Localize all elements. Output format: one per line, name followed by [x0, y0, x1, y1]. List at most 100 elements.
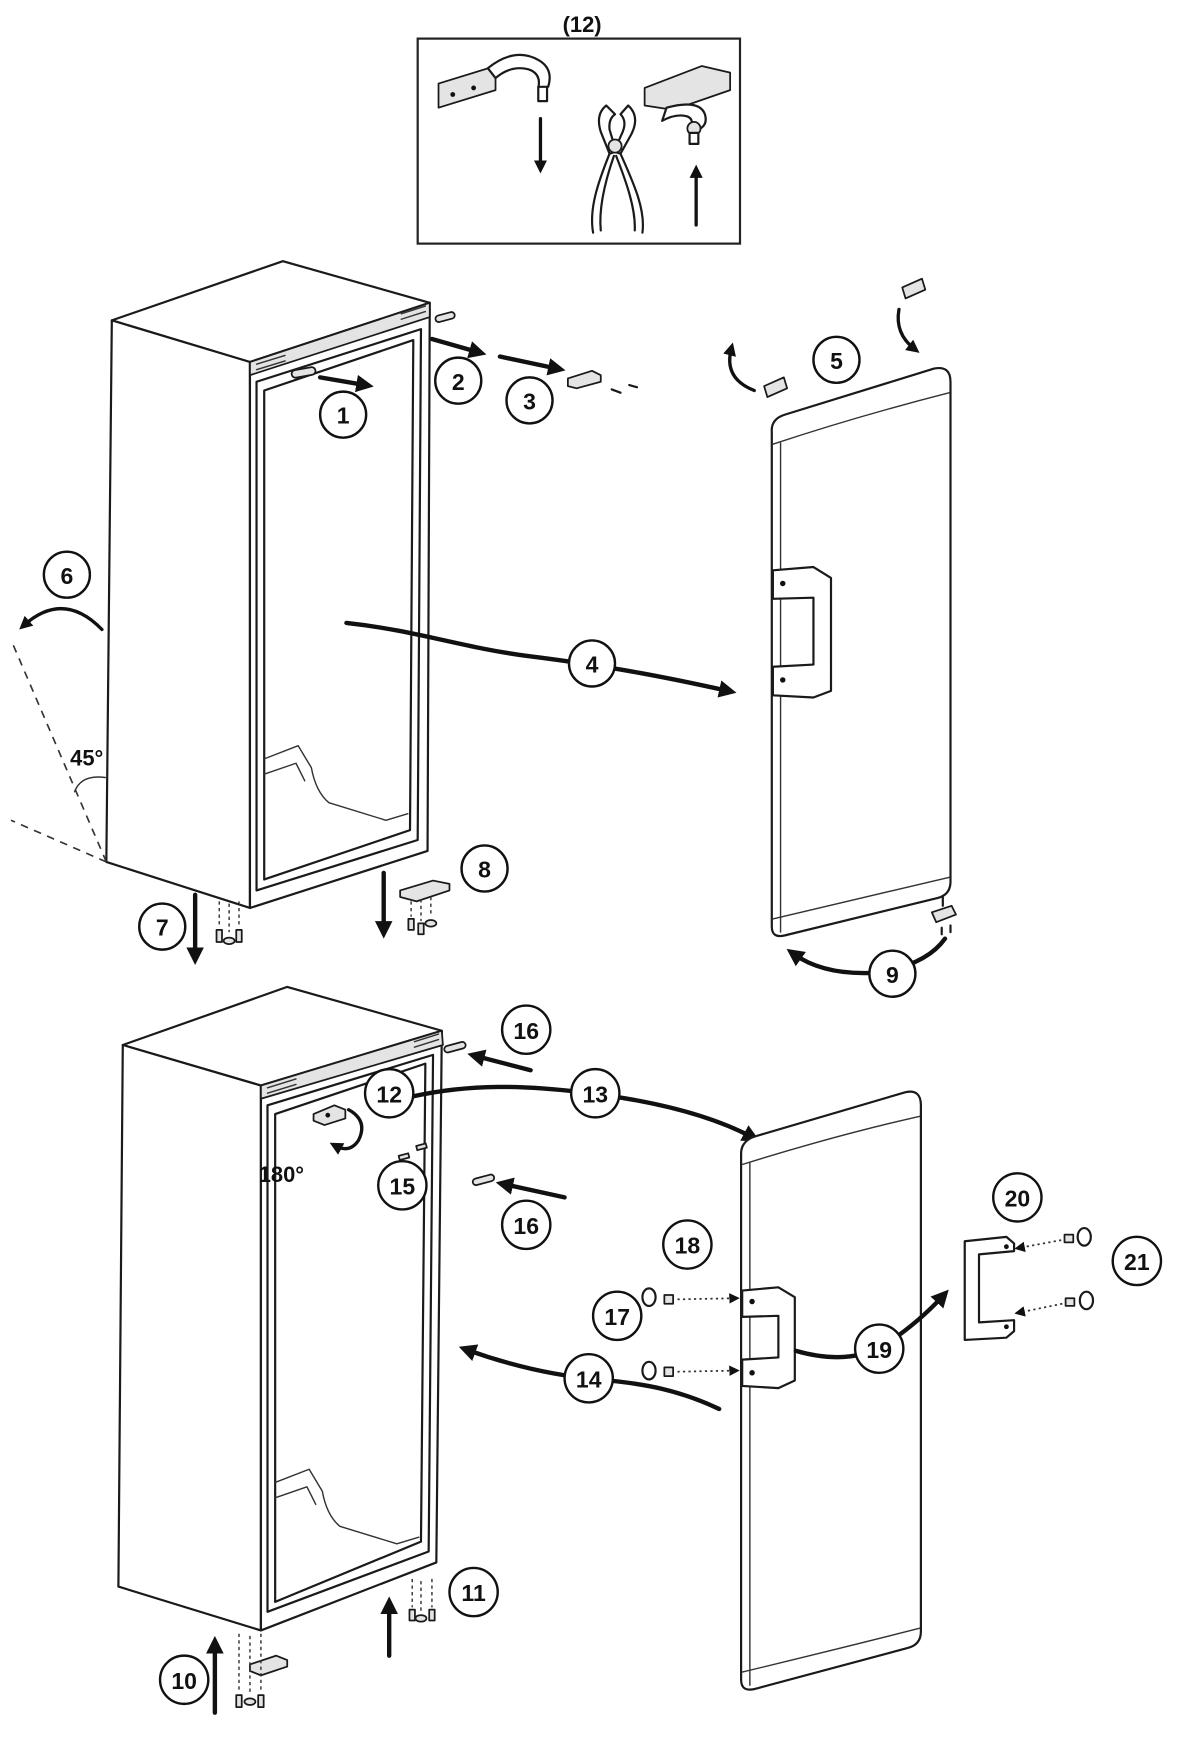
- hinge-new-plate: [643, 65, 732, 111]
- screw-icon: [257, 1694, 265, 1709]
- callout-label: 13: [582, 1081, 608, 1107]
- door-upper-handle: [771, 565, 833, 699]
- screw-icon: [663, 1366, 675, 1377]
- callout-10: 10: [158, 1654, 210, 1706]
- handle-screw-icon: [1003, 1244, 1009, 1250]
- callout-20: 20: [992, 1172, 1043, 1223]
- callout-label: 5: [830, 348, 843, 374]
- callout-label: 15: [390, 1173, 416, 1199]
- callout-12: 12: [363, 1067, 415, 1119]
- screw-icon: [1064, 1297, 1076, 1307]
- door-lower-body: [740, 1090, 922, 1691]
- door-lower-handle: [741, 1286, 796, 1390]
- pliers-handle-right-inner: [615, 154, 636, 232]
- callout-label: 7: [156, 915, 169, 941]
- hinge-old-hole: [471, 85, 477, 91]
- arrow-step-2: [429, 336, 487, 359]
- callout-label: 14: [576, 1366, 602, 1392]
- callout-label: 9: [886, 962, 899, 988]
- hinge-cover-plug: [434, 311, 456, 323]
- callout-2: 2: [434, 356, 483, 405]
- rotation-angle-label: 180°: [259, 1162, 304, 1187]
- screw-icon: [628, 383, 639, 389]
- screw-icon: [408, 1608, 416, 1622]
- arrow-step-5-left: [723, 342, 756, 393]
- foot-screws-left: [215, 901, 243, 946]
- fridge-lower-grille-right: [413, 1033, 440, 1048]
- callout-label: 8: [478, 857, 491, 883]
- door-upper-bottom-cap: [772, 876, 951, 920]
- callout-label: 2: [452, 369, 465, 395]
- handle-screw-icon: [780, 580, 786, 587]
- fridge-upper-grille-right: [400, 305, 427, 320]
- callout-5: 5: [812, 335, 861, 385]
- washer-icon: [424, 919, 438, 928]
- callout-label: 1: [337, 403, 350, 429]
- handle-outline: [741, 1286, 796, 1390]
- fridge-upper-hinge-strip: [249, 301, 431, 377]
- door-lower: [740, 1090, 922, 1691]
- screw-icon: [235, 929, 243, 943]
- arrow-step-6: [19, 607, 104, 632]
- door-top-plug: [763, 376, 789, 398]
- tilt-angle-arc: [73, 776, 106, 793]
- callout-label: 19: [866, 1337, 892, 1363]
- callout-17: 17: [591, 1290, 643, 1342]
- screw-icon: [610, 388, 622, 394]
- callout-label: 11: [461, 1580, 486, 1606]
- hinge-cover-plug: [471, 1173, 496, 1187]
- fridge-lower-crisper-edge: [274, 1486, 317, 1506]
- door-top-plug: [901, 277, 927, 300]
- callout-1: 1: [318, 390, 368, 439]
- tilt-guide-upper: [12, 644, 108, 863]
- callout-label: 10: [171, 1668, 197, 1694]
- hinge-old-plate: [437, 65, 497, 109]
- arrow-step-4: [344, 620, 737, 698]
- callout-16-top: 16: [500, 1004, 552, 1055]
- screw-icon: [940, 924, 952, 936]
- inset-label: (12): [563, 12, 602, 37]
- fridge-lower-front: [259, 1029, 443, 1632]
- callout-label: 6: [60, 563, 73, 589]
- door-upper-body: [770, 366, 952, 938]
- callout-16-lower: 16: [500, 1199, 552, 1251]
- washer-icon: [243, 1697, 257, 1706]
- callout-3: 3: [505, 376, 554, 425]
- callout-15: 15: [377, 1160, 428, 1211]
- hinge-cover-plug: [443, 1041, 467, 1054]
- door-bottom-pin-bracket: [930, 904, 957, 924]
- screw-guide: [410, 897, 432, 922]
- hinge-new-pin: [688, 131, 700, 145]
- hole-plug: [415, 1142, 428, 1152]
- callout-7: 7: [138, 902, 187, 951]
- arrow-step-5-right: [896, 307, 920, 353]
- tilt-angle-label: 45°: [70, 745, 103, 770]
- top-hinge-part: [567, 369, 602, 390]
- handle-screw-icon: [780, 677, 786, 683]
- fridge-upper-door-frame: [255, 328, 423, 892]
- pliers-handle-left: [590, 152, 611, 234]
- screw-guide: [411, 1578, 433, 1612]
- callout-11: 11: [448, 1566, 499, 1618]
- door-upper: [770, 366, 952, 938]
- pliers-handle-right: [619, 152, 645, 234]
- handle-screw-icon: [749, 1298, 755, 1305]
- foot-screws-right: [408, 1578, 436, 1623]
- bottom-hinge-screws: [407, 897, 438, 936]
- inset-panel: (12): [416, 12, 742, 245]
- screw-guide: [218, 901, 240, 933]
- arrow-step-1: [317, 374, 374, 393]
- pliers-handle-left-inner: [599, 154, 616, 232]
- fridge-lower-crisper: [274, 1468, 420, 1545]
- bottom-hinge-part: [249, 1654, 289, 1677]
- callout-8: 8: [460, 844, 509, 893]
- hinge-hole: [325, 1112, 331, 1118]
- callout-19: 19: [853, 1323, 905, 1375]
- screw-icon: [1063, 1233, 1075, 1244]
- cap-plug-icon: [641, 1287, 657, 1308]
- pliers-pivot: [607, 138, 623, 154]
- callout-21: 21: [1111, 1235, 1163, 1287]
- arrow-step-3: [497, 354, 566, 376]
- door-lower-bottom-cap: [741, 1627, 921, 1673]
